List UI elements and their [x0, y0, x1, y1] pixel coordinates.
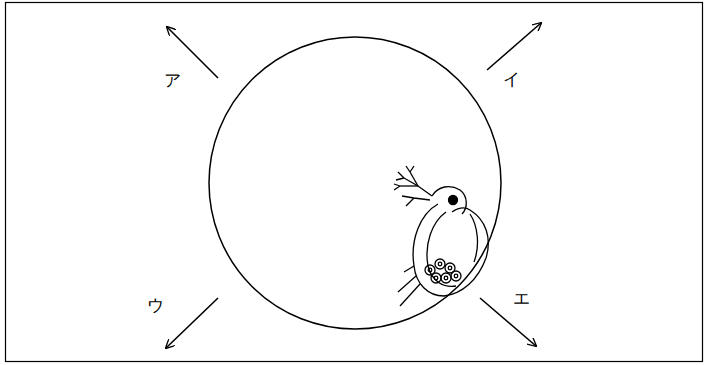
- direction-label: ウ: [147, 297, 164, 314]
- direction-arrows: [166, 23, 541, 348]
- frame: [6, 3, 703, 362]
- direction-label: エ: [513, 290, 530, 307]
- field-of-view: [209, 37, 501, 329]
- direction-label: ア: [164, 72, 181, 89]
- direction-label: イ: [503, 71, 520, 88]
- water-flea: [394, 166, 488, 306]
